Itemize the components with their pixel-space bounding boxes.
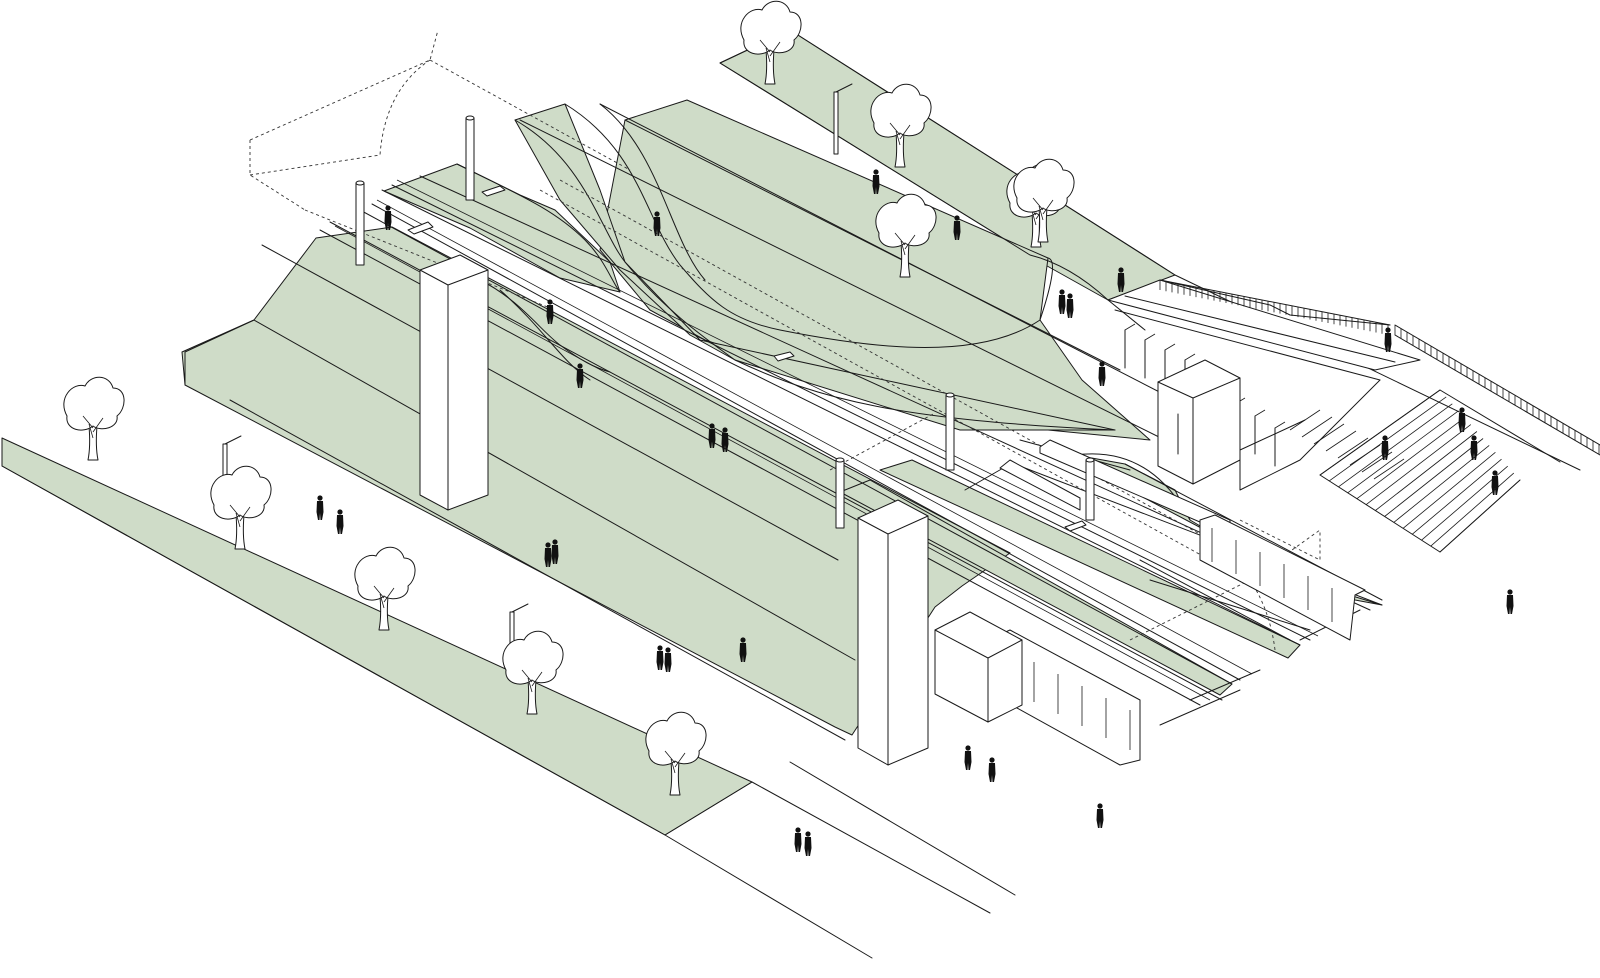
glass-building-right: [1199, 514, 1366, 641]
person-14: [872, 169, 880, 194]
person-23: [1491, 470, 1499, 495]
main-slope-lawn: [181, 226, 1011, 736]
person-16: [1117, 267, 1125, 292]
tree-3: [354, 546, 416, 631]
tree-10: [1013, 158, 1075, 243]
people: [316, 169, 1514, 856]
benches: [407, 185, 1087, 532]
person-24: [1381, 435, 1389, 460]
tree-5: [645, 711, 707, 796]
person-12: [664, 647, 672, 672]
person-22: [1470, 435, 1478, 460]
tree-4: [502, 630, 564, 715]
person-17: [1058, 289, 1066, 314]
trees: [63, 0, 1075, 796]
stepped-seating: [1289, 389, 1561, 553]
person-9: [551, 539, 559, 564]
person-13: [739, 637, 747, 662]
tree-9: [875, 193, 937, 278]
person-6: [721, 427, 729, 452]
ground-lines: [1, 29, 1581, 959]
bollard-4: [835, 457, 845, 529]
tree-7: [870, 83, 932, 168]
person-25: [1506, 589, 1514, 614]
street-lamp-3: [833, 83, 853, 155]
bollard-3: [945, 392, 955, 471]
person-7: [316, 495, 324, 520]
elevator-box: [1157, 359, 1241, 485]
person-29: [794, 827, 802, 852]
bollards: [355, 115, 1095, 529]
person-10: [544, 542, 552, 567]
person-21: [1458, 407, 1466, 432]
person-15: [953, 215, 961, 240]
station-buildings: [934, 514, 1366, 766]
person-26: [964, 745, 972, 770]
person-1: [653, 211, 661, 236]
upper-curved-meadow: [514, 103, 1116, 431]
person-30: [804, 831, 812, 856]
bollard-5: [1085, 457, 1095, 521]
pillar-left: [419, 254, 489, 511]
person-28: [1096, 803, 1104, 828]
pillar-right: [857, 499, 929, 766]
person-4: [384, 205, 392, 230]
service-box: [934, 611, 1023, 723]
tree-1: [63, 376, 125, 461]
hidden-lines: [249, 29, 1321, 651]
tree-2: [210, 465, 272, 550]
person-18: [1066, 293, 1074, 318]
person-8: [336, 509, 344, 534]
pillars: [419, 254, 929, 766]
person-2: [546, 299, 554, 324]
person-19: [1098, 361, 1106, 386]
ramp-wall: [999, 459, 1081, 511]
person-20: [1384, 327, 1392, 352]
bollard-2: [465, 115, 475, 201]
person-5: [708, 423, 716, 448]
tree-6: [740, 0, 802, 85]
person-3: [576, 363, 584, 388]
bollard-1: [355, 180, 365, 266]
person-27: [988, 757, 996, 782]
person-11: [656, 645, 664, 670]
